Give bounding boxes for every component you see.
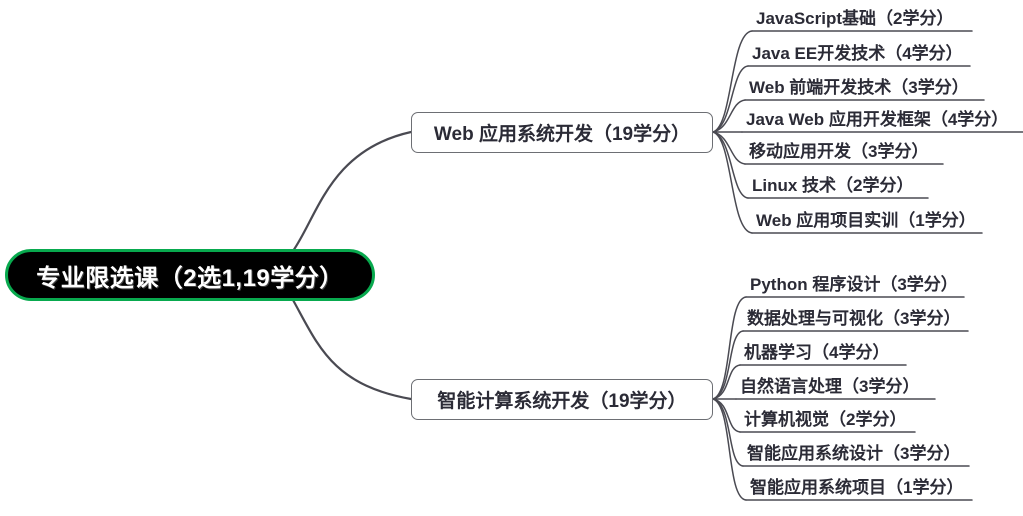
leaf-item-label: 智能应用系统设计（3学分） — [747, 444, 961, 464]
leaf-item-label: 数据处理与可视化（3学分） — [747, 309, 961, 329]
leaf-item[interactable]: JavaScript基础（2学分） — [752, 0, 957, 31]
leaf-item-label: Linux 技术（2学分） — [752, 176, 914, 196]
leaf-item-label: Web 应用项目实训（1学分） — [756, 211, 976, 231]
leaf-item[interactable]: 计算机视觉（2学分） — [740, 401, 910, 432]
leaf-item-label: Java EE开发技术（4学分） — [752, 44, 963, 64]
edge-root-to-branch-2 — [291, 298, 413, 401]
leaf-item[interactable]: 数据处理与可视化（3学分） — [743, 300, 964, 331]
leaf-item[interactable]: 机器学习（4学分） — [740, 334, 893, 365]
leaf-item-label: 移动应用开发（3学分） — [749, 142, 929, 162]
edge-branch-1-leaf-3 — [712, 99, 746, 133]
edge-root-to-branch-1 — [291, 130, 413, 253]
root-node-label: 专业限选课（2选1,19学分） — [36, 264, 344, 292]
leaf-item-label: 计算机视觉（2学分） — [744, 410, 907, 430]
leaf-item[interactable]: 智能应用系统项目（1学分） — [746, 469, 967, 500]
edge-branch-1-leaf-6 — [712, 131, 749, 199]
leaf-item[interactable]: 自然语言处理（3学分） — [736, 368, 923, 399]
leaf-item[interactable]: Web 前端开发技术（3学分） — [745, 69, 973, 100]
branch-node-web-application[interactable]: Web 应用系统开发（19学分） — [411, 112, 713, 153]
branch-node-intelligent-computing[interactable]: 智能计算系统开发（19学分） — [411, 379, 713, 420]
leaf-item[interactable]: 智能应用系统设计（3学分） — [743, 435, 964, 466]
leaf-item-label: Java Web 应用开发框架（4学分） — [746, 110, 1009, 130]
leaf-item[interactable]: Python 程序设计（3学分） — [746, 266, 962, 297]
leaf-item-label: JavaScript基础（2学分） — [756, 9, 954, 29]
leaf-item[interactable]: Java EE开发技术（4学分） — [748, 35, 967, 66]
branch-node-label: 智能计算系统开发（19学分） — [437, 391, 687, 412]
root-node[interactable]: 专业限选课（2选1,19学分） — [5, 249, 375, 301]
leaf-item[interactable]: Web 应用项目实训（1学分） — [752, 202, 980, 233]
leaf-item[interactable]: Java Web 应用开发框架（4学分） — [742, 101, 1012, 132]
edge-branch-2-leaf-5 — [712, 398, 741, 433]
leaf-item[interactable]: Linux 技术（2学分） — [748, 167, 918, 198]
leaf-item-label: Web 前端开发技术（3学分） — [749, 78, 969, 98]
branch-node-label: Web 应用系统开发（19学分） — [433, 124, 691, 145]
edge-branch-2-leaf-6 — [712, 398, 744, 467]
leaf-item-label: 智能应用系统项目（1学分） — [750, 478, 964, 498]
leaf-item-label: Python 程序设计（3学分） — [750, 275, 958, 295]
leaf-item-label: 自然语言处理（3学分） — [740, 377, 920, 397]
edge-branch-1-leaf-5 — [712, 131, 746, 165]
leaf-item[interactable]: 移动应用开发（3学分） — [745, 133, 932, 164]
leaf-item-label: 机器学习（4学分） — [744, 343, 890, 363]
